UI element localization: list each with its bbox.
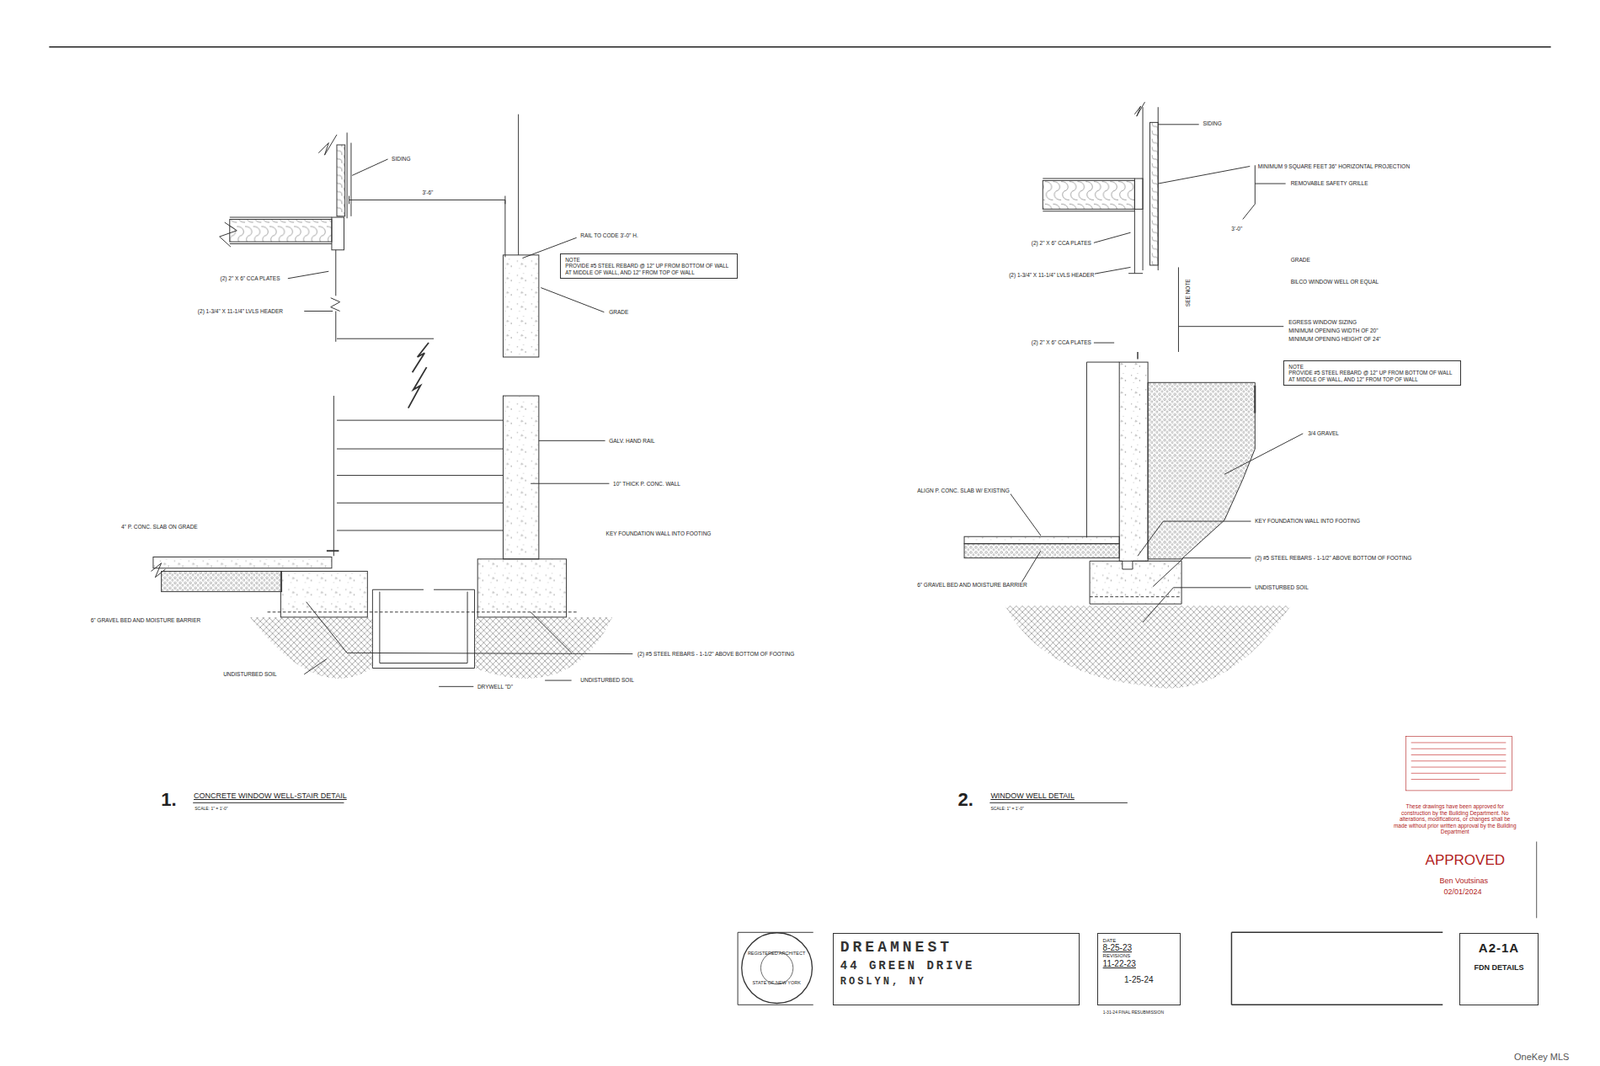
node-text: PROVIDE #5 STEEL REBARD @ 12" UP FROM BO… <box>1288 369 1456 383</box>
node-text: FDN DETAILS <box>1463 963 1536 972</box>
node-heading: NOTE <box>565 256 733 264</box>
node-heading: NOTE <box>1288 363 1456 371</box>
node-heading: DATE <box>1103 938 1175 944</box>
seal-outline <box>740 931 814 1005</box>
annotation: SCALE: 1" = 1'-0" <box>989 806 1024 812</box>
annotation: MINIMUM OPENING WIDTH OF 20" <box>1287 327 1379 334</box>
annotation: MINIMUM OPENING HEIGHT OF 24" <box>1287 336 1382 342</box>
node-text: STATE OF NEW YORK <box>752 980 800 987</box>
annotation: DRYWELL "D" <box>476 683 514 690</box>
callout-number: 2. <box>957 789 975 811</box>
annotation: (2) 2" X 6" CCA PLATES <box>1030 339 1093 346</box>
annotation: (2) 2" X 6" CCA PLATES <box>1030 240 1093 246</box>
node-text: 11-22-23 <box>1103 959 1175 970</box>
detail-title: CONCRETE WINDOW WELL-STAIR DETAIL <box>192 791 348 800</box>
title-block-cell: DATE8-25-23REVISIONS11-22-23 1-25-24 <box>1097 933 1181 1006</box>
annotation: These drawings have been approved for co… <box>1392 803 1519 835</box>
annotation: (2) 1-3/4" X 11-1/4" LVLS HEADER <box>197 308 284 315</box>
title-block-cell: A2-1A FDN DETAILS <box>1459 933 1540 1006</box>
title-block-cell: DREAMNEST 44 GREEN DRIVE ROSLYN, NY <box>832 933 1080 1006</box>
annotation: UNDISTURBED SOIL <box>222 671 278 678</box>
annotation: APPROVED <box>1424 852 1506 870</box>
annotation: RAIL TO CODE 3'-0" H. <box>579 232 639 239</box>
node-text: PROVIDE #5 STEEL REBARD @ 12" UP FROM BO… <box>565 262 733 276</box>
node-text: 8-25-23 <box>1103 943 1175 954</box>
annotation: 3/4 GRAVEL <box>1306 430 1340 437</box>
annotation: GALV. HAND RAIL <box>608 437 656 444</box>
annotation: UNDISTURBED SOIL <box>1253 584 1310 591</box>
annotation: EGRESS WINDOW SIZING <box>1287 319 1358 326</box>
annotation: OneKey MLS <box>1513 1051 1570 1063</box>
node-text: REVISIONS <box>1103 953 1175 960</box>
annotation: 6" GRAVEL BED AND MOISTURE BARRIER <box>916 581 1029 588</box>
annotation: (2) #5 STEEL REBARS - 1-1/2" ABOVE BOTTO… <box>636 650 795 657</box>
annotation: GRADE <box>608 309 630 315</box>
detail-title: WINDOW WELL DETAIL <box>989 791 1076 800</box>
annotation: 3'-6" <box>421 189 434 196</box>
annotation: 1-31-24 FINAL RESUBMISSION <box>1102 1010 1165 1016</box>
annotation: (2) 2" X 6" CCA PLATES <box>219 275 282 282</box>
annotation: GRADE <box>1290 256 1312 263</box>
annotation: SIDING <box>1201 120 1222 127</box>
annotation: 10" THICK P. CONC. WALL <box>612 480 682 487</box>
annotation: ALIGN P. CONC. SLAB W/ EXISTING <box>916 487 1011 494</box>
node-text: 44 GREEN DRIVE <box>840 959 1072 973</box>
annotation: KEY FOUNDATION WALL INTO FOOTING <box>1253 517 1361 524</box>
annotation: SIDING <box>390 155 411 162</box>
annotation: Ben Voutsinas <box>1439 876 1490 886</box>
annotation: SCALE: 1" = 1'-0" <box>193 806 229 812</box>
node-text: 1-25-24 <box>1103 975 1175 986</box>
annotation: (2) #5 STEEL REBARS - 1-1/2" ABOVE BOTTO… <box>1253 554 1413 561</box>
annotation: 3'-0" <box>1230 225 1243 232</box>
annotation: MINIMUM 9 SQUARE FEET 36" HORIZONTAL PRO… <box>1257 163 1411 170</box>
annotation: UNDISTURBED SOIL <box>579 677 635 683</box>
node-heading: A2-1A <box>1463 940 1536 955</box>
annotation: (2) 1-3/4" X 11-1/4" LVLS HEADER <box>1008 272 1095 278</box>
note-box: NOTEPROVIDE #5 STEEL REBARD @ 12" UP FRO… <box>1283 360 1462 387</box>
annotation: REMOVABLE SAFETY GRILLE <box>1290 180 1370 187</box>
architect-seal: REGISTERED ARCHITECT STATE OF NEW YORK <box>740 931 814 1005</box>
annotation: 6" GRAVEL BED AND MOISTURE BARRIER <box>90 617 203 624</box>
annotation: BILCO WINDOW WELL OR EQUAL <box>1290 278 1381 285</box>
annotation: 4" P. CONC. SLAB ON GRADE <box>120 523 199 530</box>
node-text: ROSLYN, NY <box>840 976 1072 988</box>
annotation: KEY FOUNDATION WALL INTO FOOTING <box>605 530 713 537</box>
node-heading: REGISTERED ARCHITECT <box>747 950 806 957</box>
annotation: 02/01/2024 <box>1442 887 1483 896</box>
note-box: NOTEPROVIDE #5 STEEL REBARD @ 12" UP FRO… <box>560 253 738 280</box>
annotation: SEE NOTE <box>1184 277 1191 308</box>
callout-number: 1. <box>160 789 177 811</box>
node-heading: DREAMNEST <box>840 938 1072 956</box>
